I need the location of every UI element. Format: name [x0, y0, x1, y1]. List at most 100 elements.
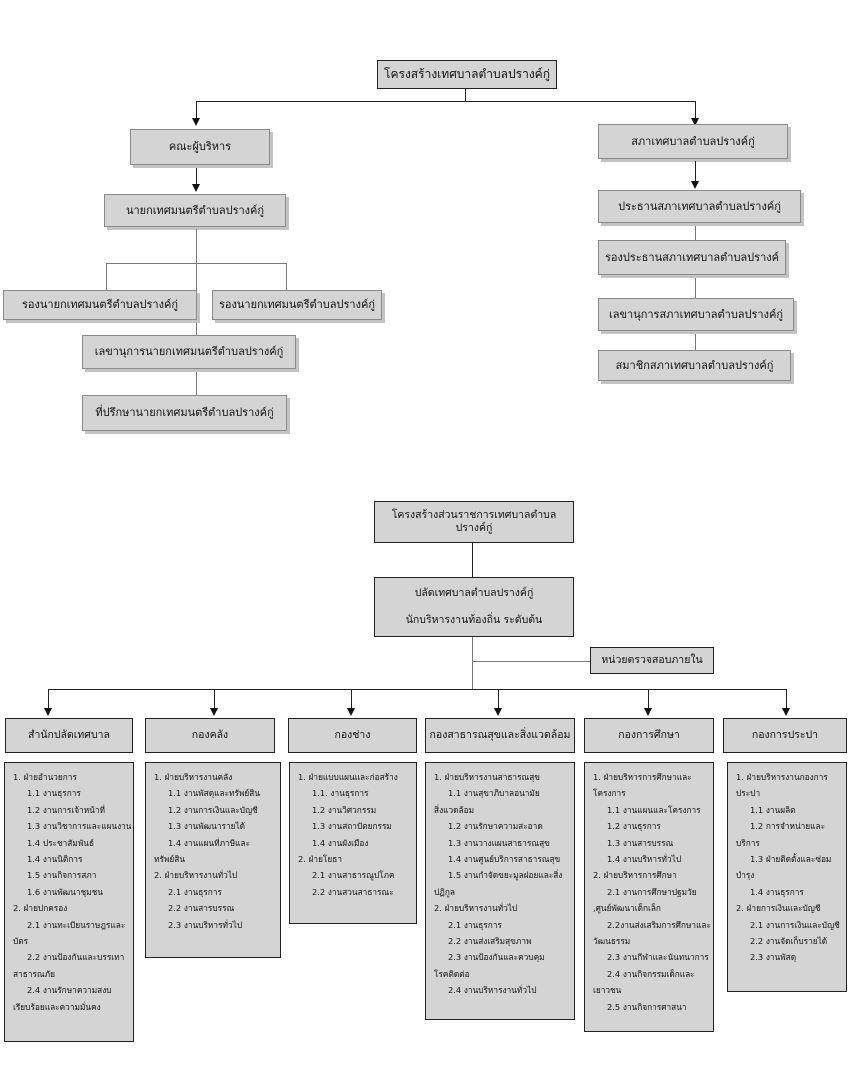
- dept-list-item: 2.4 งานรักษาความสงบ: [27, 985, 112, 996]
- dept-list-item: 2.3 งานกีฬาและนันทนาการ: [607, 952, 709, 963]
- dept-list-item: ปฏิกูล: [434, 886, 455, 897]
- connector: [786, 689, 787, 709]
- connector: [695, 334, 696, 350]
- dept-header-health: กองสาธารณสุขและสิ่งแวดล้อม: [425, 718, 575, 753]
- dept-list-engineering: 1. ฝ่ายแบบแผนและก่อสร้าง 1.1. งานธุรการ 1.…: [289, 762, 417, 924]
- connector: [48, 689, 49, 709]
- dept-list-item: เรียบร้อยและความมั่นคง: [13, 1001, 101, 1012]
- dept-list-item: 2.1 งานการเงินและบัญชี: [750, 919, 840, 930]
- connector: [286, 263, 287, 290]
- dept-list-item: ประปา: [736, 788, 761, 799]
- dept-list-item: 1. ฝ่ายบริหารงานคลัง: [154, 772, 233, 782]
- deputy-mayor-1-box: รองนายกเทศมนตรีตำบลปรางค์กู่: [3, 290, 197, 320]
- dept-header-education: กองการศึกษา: [584, 718, 714, 753]
- council-members-box: สมาชิกสภาเทศบาลตำบลปรางค์กู่: [598, 350, 791, 381]
- dept-title: กองช่าง: [334, 728, 371, 741]
- agency-root-box: โครงสร้างส่วนราชการเทศบาลตำบลปรางค์กู่: [374, 501, 574, 543]
- mayor-label: นายกเทศมนตรีตำบลปรางค์กู่: [125, 203, 265, 217]
- connector: [695, 226, 696, 240]
- connector: [465, 89, 466, 102]
- dept-list-item: 2.3 งานพัสดุ: [750, 952, 797, 963]
- dept-list-item: 2. ฝ่ายบริหารการศึกษา: [593, 870, 677, 881]
- deputy-mayor-2-box: รองนายกเทศมนตรีตำบลปรางค์กู่: [212, 290, 382, 320]
- municipal-clerk-box: ปลัดเทศบาลตำบลปรางค์กู่ นักบริหารงานท้อง…: [374, 577, 574, 637]
- arrow-icon: [782, 708, 790, 716]
- dept-list-item: 2.2 งานสารบรรณ: [168, 903, 235, 914]
- connector: [196, 101, 197, 119]
- dept-list-item: 2.1 งานทะเบียนราษฎรและ: [27, 919, 126, 930]
- dept-list-item: 1. ฝ่ายแบบแผนและก่อสร้าง: [298, 772, 398, 782]
- dept-list-item: 1.5 งานกิจการสภา: [27, 870, 97, 881]
- dept-list-item: 2. ฝ่ายบริหารงานทั่วไป: [434, 903, 518, 914]
- dept-list-item: 1.3 งานวิชาการและแผนงาน: [27, 821, 132, 832]
- dept-list-item: 1.2 งานรักษาความสะอาด: [448, 821, 543, 832]
- dept-list-item: 1.1. งานธุรการ: [312, 788, 369, 799]
- mayor-advisor-label: ที่ปรึกษานายกเทศมนตรีตำบลปรางค์กู่: [95, 406, 274, 420]
- dept-list-item: 2.4 งานกิจกรรมเด็กและ: [607, 968, 695, 979]
- dept-header-office: สำนักปลัดเทศบาล: [5, 718, 133, 753]
- dept-list-item: 2.1 งานธุรการ: [168, 886, 222, 897]
- dept-list-item: 1.4 งานนิติการ: [27, 854, 83, 865]
- dept-list-item: 2. ฝ่ายบริหารงานทั่วไป: [154, 870, 238, 881]
- dept-list-item: 1.3 ฝ่ายติดตั้งและซ่อม: [750, 854, 832, 865]
- dept-list-item: โรคติดต่อ: [434, 968, 470, 979]
- council-chair-label: ประธานสภาเทศบาลตำบลปรางค์กู่: [618, 199, 781, 213]
- connector: [695, 161, 696, 182]
- dept-list-item: 1.4 งานธุรการ: [750, 886, 804, 897]
- dept-list-item: 1.4 ประชาสัมพันธ์: [27, 837, 95, 848]
- connector: [695, 101, 696, 119]
- dept-list-item: 1. ฝ่ายบริหารงานกองการ: [736, 772, 828, 782]
- council-title: สภาเทศบาลตำบลปรางค์กู่: [631, 134, 755, 148]
- dept-list-waterworks: 1. ฝ่ายบริหารงานกองการประปา 1.1 งานผลิต 1.…: [727, 762, 847, 992]
- dept-list-item: 2.1 งานการศึกษาปฐมวัย: [607, 886, 697, 897]
- mayor-box: นายกเทศมนตรีตำบลปรางค์กู่: [104, 194, 286, 227]
- arrow-icon: [210, 708, 218, 716]
- dept-list-item: 1.3 งานสถาปัตยกรรม: [312, 821, 392, 832]
- connector: [472, 661, 590, 662]
- council-secretary-box: เลขานุการสภาเทศบาลตำบลปรางค์กู่: [598, 298, 794, 331]
- dept-list-item: 2.5 งานกิจการศาสนา: [607, 1001, 687, 1012]
- arrow-icon: [644, 708, 652, 716]
- department-bus: [48, 689, 787, 690]
- dept-list-item: ทรัพย์สิน: [154, 854, 185, 865]
- mayor-secretary-box: เลขานุการนายกเทศมนตรีตำบลปรางค์กู่: [82, 335, 296, 369]
- dept-list-item: 1.1 งานพัสดุและทรัพย์สิน: [168, 788, 261, 799]
- dept-list-item: วัฒนธรรม: [593, 936, 631, 947]
- dept-list-item: 1.1 งานธุรการ: [27, 788, 81, 799]
- dept-list-item: 1.3 งานพัฒนารายได้: [168, 821, 246, 832]
- dept-list-item: โครงการ: [593, 788, 626, 799]
- root-label: โครงสร้างเทศบาลตำบลปรางค์กู่: [384, 67, 550, 81]
- dept-list-item: 1.4 งานศูนย์บริการสาธารณสุข: [448, 854, 561, 865]
- dept-list-item: 2.2 งานจัดเก็บรายได้: [750, 936, 828, 947]
- connector: [472, 543, 473, 577]
- dept-list-item: 1.2 งานการเจ้าหน้าที่: [27, 804, 105, 815]
- connector: [106, 263, 287, 264]
- dept-header-waterworks: กองการประปา: [723, 718, 847, 753]
- arrow-icon: [192, 184, 200, 192]
- dept-list-item: 1.2 งานธุรการ: [607, 821, 661, 832]
- dept-list-item: 1.2 งานการเงินและบัญชี: [168, 804, 258, 815]
- mayor-advisor-box: ที่ปรึกษานายกเทศมนตรีตำบลปรางค์กู่: [82, 395, 287, 431]
- dept-title: กองการประปา: [751, 728, 819, 741]
- dept-title: กองคลัง: [191, 728, 229, 741]
- dept-list-item: 2.1 งานธุรการ: [448, 919, 502, 930]
- dept-list-item: บริการ: [736, 837, 760, 848]
- municipal-clerk-title: ปลัดเทศบาลตำบลปรางค์กู่: [414, 586, 534, 599]
- dept-list-item: 2.1 งานสาธารณูปโภค: [312, 870, 395, 881]
- agency-root-label: โครงสร้างส่วนราชการเทศบาลตำบลปรางค์กู่: [391, 508, 557, 534]
- executive-title: คณะผู้บริหาร: [168, 140, 232, 154]
- dept-list-item: 1.4 งานแผนที่ภาษีและ: [168, 837, 251, 848]
- dept-list-item: 1.1 งานผลิต: [750, 804, 796, 815]
- connector: [695, 278, 696, 298]
- dept-list-item: 1.2 งานวิศวกรรม: [312, 804, 377, 815]
- dept-header-finance: กองคลัง: [145, 718, 275, 753]
- council-vice-chair-box: รองประธานสภาเทศบาลตำบลปรางค์: [598, 240, 786, 275]
- dept-list-item: 1.1 งานแผนและโครงการ: [607, 804, 701, 815]
- dept-list-item: 2.3 งานบริหารทั่วไป: [168, 919, 243, 930]
- dept-header-engineering: กองช่าง: [288, 718, 417, 753]
- connector: [196, 168, 197, 185]
- municipal-clerk-level: นักบริหารงานท้องถิ่น ระดับต้น: [405, 614, 543, 626]
- dept-list-item: 1.2 การจำหน่ายและ: [750, 821, 826, 832]
